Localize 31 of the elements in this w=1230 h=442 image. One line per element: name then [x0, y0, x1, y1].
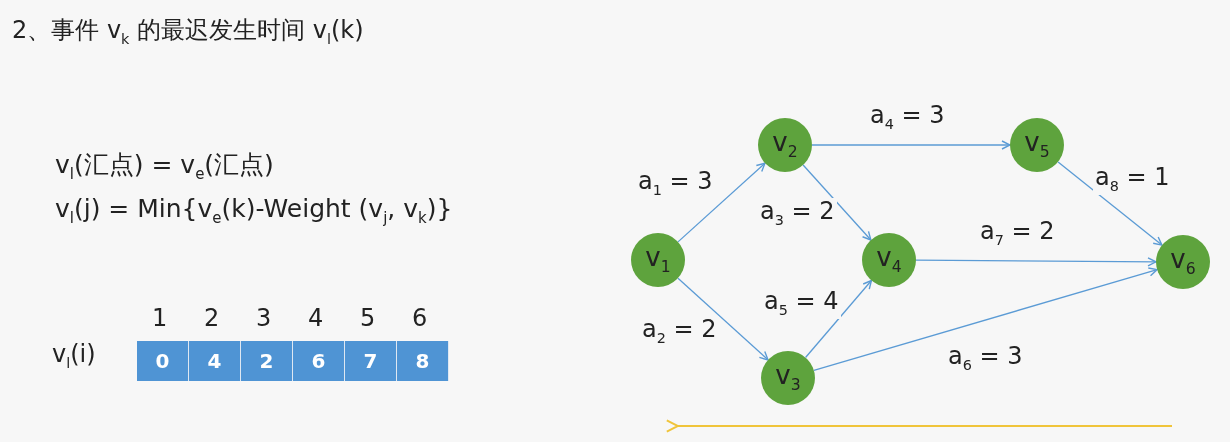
arrow [915, 257, 1157, 267]
arrow [813, 267, 1158, 372]
row-label: v$_{l}$(i) [52, 340, 96, 371]
arrow [802, 164, 872, 241]
array-cell: 7 [345, 341, 397, 381]
event-circle: v$_{5}$ [1010, 118, 1064, 172]
array-cell: 4 [189, 341, 241, 381]
edge-label: a$_{5}$ = 4 [762, 288, 841, 319]
event-circle: v$_{4}$ [862, 233, 916, 287]
index-label: 4 [308, 304, 324, 332]
formula: v$_{l}$(j) = Min{v$_{e}$(k)-Weight (v$_{j}$, v$_{k}$)} [55, 194, 453, 227]
event-circle: v$_{3}$ [761, 351, 815, 405]
index-label: 5 [360, 304, 376, 332]
arrow [677, 162, 766, 243]
arrow [811, 140, 1011, 150]
formula: v$_{l}$(汇点) = v$_{e}$(汇点) [55, 149, 274, 183]
event-circle: v$_{2}$ [758, 118, 812, 172]
title: 2、事件 v$_{k}$ 的最迟发生时间 v$_{l}$(k) [12, 15, 364, 47]
arrow [1057, 161, 1163, 246]
array-cell: 8 [397, 341, 449, 381]
arrow [804, 279, 873, 359]
index-label: 1 [152, 304, 168, 332]
index-label: 6 [412, 304, 428, 332]
array-cell: 0 [137, 341, 189, 381]
index-label: 3 [256, 304, 272, 332]
array-cell: 2 [241, 341, 293, 381]
event-circle: v$_{1}$ [631, 233, 685, 287]
arrow [677, 277, 769, 361]
event-circle: v$_{6}$ [1156, 235, 1210, 289]
array-cell: 6 [293, 341, 345, 381]
index-label: 2 [204, 304, 220, 332]
